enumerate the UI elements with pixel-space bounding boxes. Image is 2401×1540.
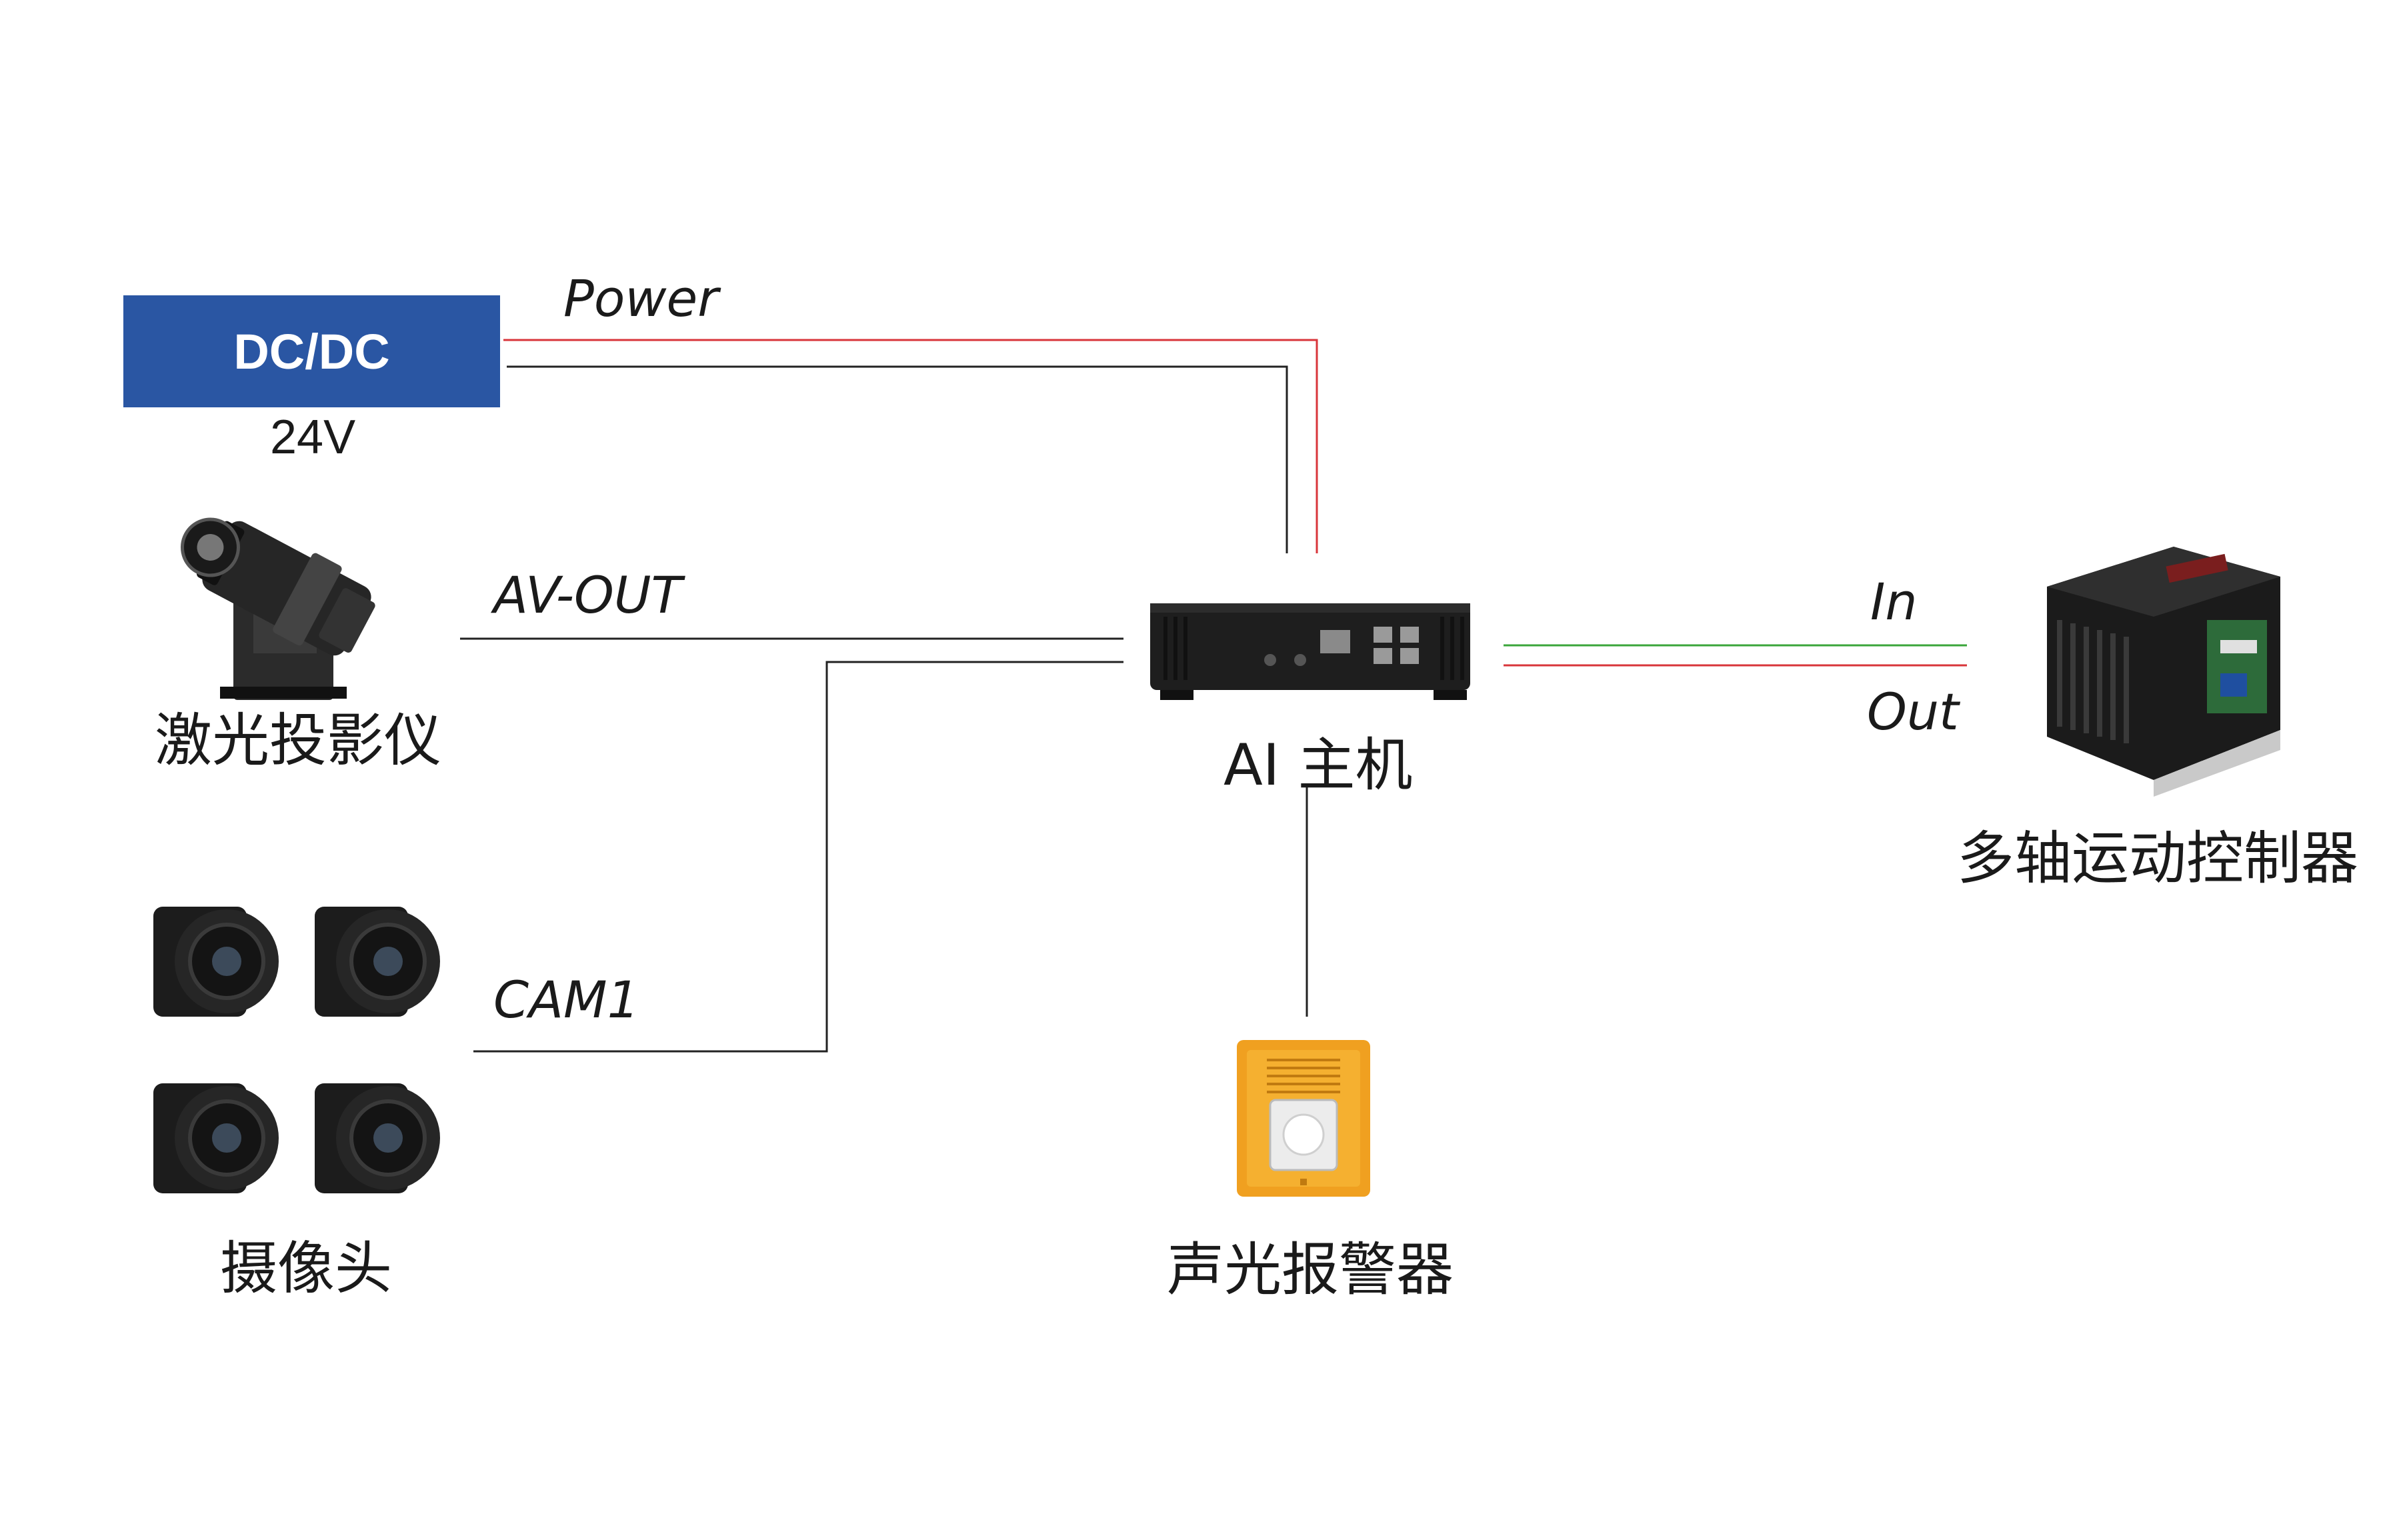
camera-icon xyxy=(315,1083,440,1193)
power-wire-black xyxy=(507,365,1288,553)
dc-dc-module: DC/DC xyxy=(123,295,500,407)
laser-projector-image xyxy=(180,517,375,700)
power-wire-red xyxy=(503,339,1318,553)
dc-dc-label: DC/DC xyxy=(233,323,390,379)
motion-controller-label: 多轴运动控制器 xyxy=(1957,825,2358,892)
alarm-label: 声光报警器 xyxy=(1167,1237,1454,1303)
in-link-label: In xyxy=(1870,572,1918,631)
cam1-link-label: CAM1 xyxy=(493,970,639,1029)
camera-images xyxy=(153,907,440,1193)
ai-host-image xyxy=(1150,603,1470,700)
cam1-wire xyxy=(473,661,1123,1053)
laser-projector-label: 激光投影仪 xyxy=(155,707,441,774)
camera-label: 摄像头 xyxy=(220,1235,392,1302)
voltage-label: 24V xyxy=(270,411,356,464)
ai-host-label: AI 主机 xyxy=(1224,732,1413,799)
out-link-label: Out xyxy=(1867,682,1959,741)
camera-icon xyxy=(153,907,279,1017)
power-link-label: Power xyxy=(563,269,719,328)
av-out-link-label: AV-OUT xyxy=(493,565,682,625)
motion-controller-image xyxy=(2047,547,2280,797)
alarm-image xyxy=(1237,1040,1370,1197)
camera-icon xyxy=(153,1083,279,1193)
camera-icon xyxy=(315,907,440,1017)
